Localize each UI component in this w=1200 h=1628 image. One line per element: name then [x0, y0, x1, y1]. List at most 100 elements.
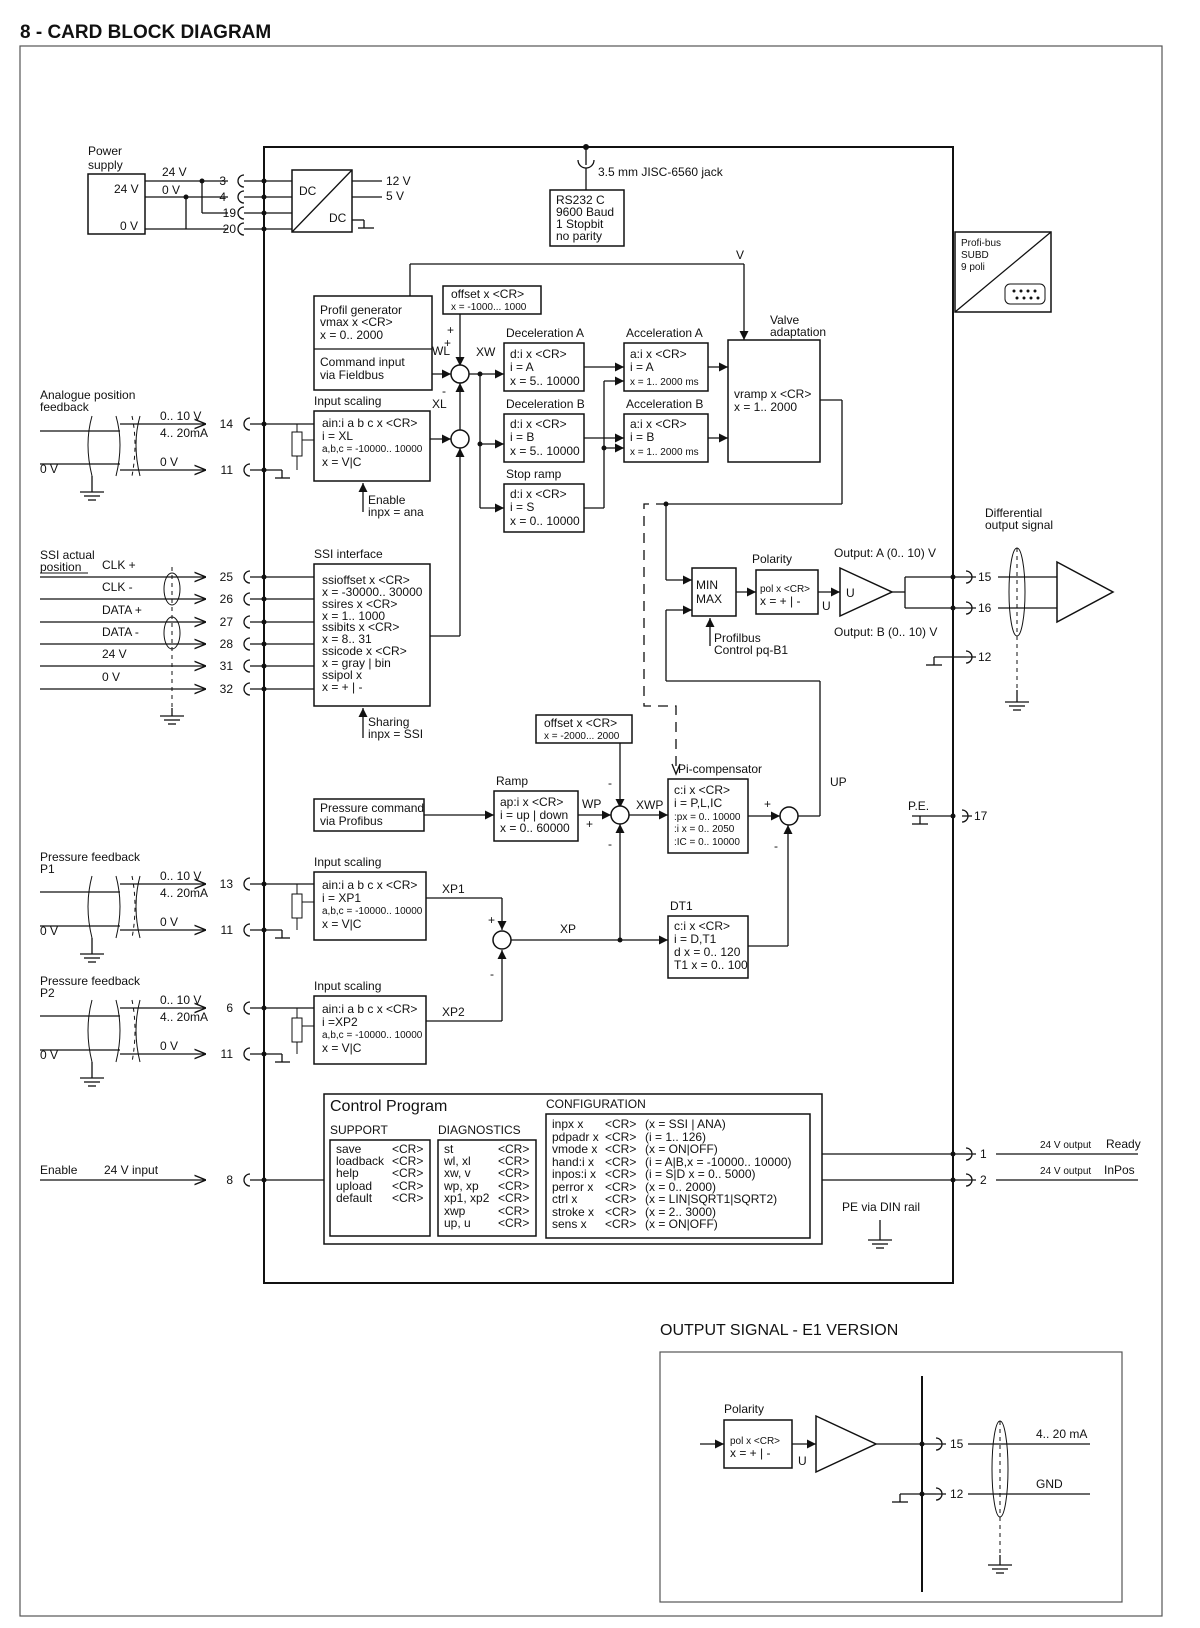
svg-text:<CR>: <CR>: [605, 1155, 636, 1169]
svg-text:position: position: [40, 560, 81, 574]
svg-text:DC: DC: [329, 211, 347, 225]
svg-text:12: 12: [978, 650, 992, 664]
svg-text:feedback: feedback: [40, 400, 90, 414]
svg-text:ssioffset x <CR>: ssioffset x <CR>: [322, 573, 410, 587]
svg-text:ssicode x <CR>: ssicode x <CR>: [322, 644, 407, 658]
acceleration-b: Acceleration B a:i x <CR> i = B x = 1.. …: [623, 397, 709, 463]
svg-text:Power: Power: [88, 144, 122, 158]
page-title: 8 - CARD BLOCK DIAGRAM: [20, 22, 271, 43]
svg-text:0 V: 0 V: [102, 670, 120, 684]
svg-text:(x = ON|OFF): (x = ON|OFF): [645, 1142, 718, 1156]
svg-text:x = gray | bin: x = gray | bin: [322, 656, 391, 670]
svg-text:8: 8: [226, 1173, 233, 1187]
svg-text:vmode x: vmode x: [552, 1142, 597, 1156]
svg-text:inpx = SSI: inpx = SSI: [368, 727, 423, 741]
svg-text:MAX: MAX: [696, 592, 722, 606]
profil-generator: Profil generator vmax x <CR> x = 0.. 200…: [313, 295, 433, 391]
deceleration-b: Deceleration B d:i x <CR> i = B x = 5.. …: [503, 397, 585, 463]
svg-text:i = B: i = B: [630, 430, 654, 444]
svg-text::IC = 0.. 10000: :IC = 0.. 10000: [674, 837, 740, 848]
svg-text:XP2: XP2: [442, 1005, 465, 1019]
svg-text:ap:i x <CR>: ap:i x <CR>: [500, 795, 563, 809]
control-program: Control Program SUPPORT save loadback he…: [323, 1093, 823, 1245]
svg-text:Sharing: Sharing: [368, 715, 409, 729]
svg-text:U: U: [798, 1454, 807, 1468]
svg-text:24 V input: 24 V input: [104, 1163, 159, 1177]
svg-text:pdpadr x: pdpadr x: [552, 1130, 599, 1144]
svg-text:Pi-compensator: Pi-compensator: [678, 762, 762, 776]
page-frame: [19, 45, 1163, 1617]
svg-text:via Profibus: via Profibus: [320, 814, 383, 828]
svg-text:st: st: [444, 1142, 454, 1156]
input-scaling-p2: Input scaling ain:i a b c x <CR> i =XP2 …: [291, 979, 427, 1065]
svg-text:27: 27: [220, 615, 234, 629]
sum-wp: [610, 805, 630, 825]
e1-output-stage: Polarity pol x <CR> x = + | - U 15 12 4.…: [700, 1376, 1090, 1592]
svg-text:XP1: XP1: [442, 882, 465, 896]
svg-text:GND: GND: [1036, 1477, 1063, 1491]
svg-text:i = S: i = S: [510, 500, 534, 514]
rs232-group: 3.5 mm JISC-6560 jack RS232 C 9600 Baud …: [549, 147, 724, 247]
svg-text:+: +: [764, 797, 771, 811]
svg-text:x = -30000.. 30000: x = -30000.. 30000: [322, 585, 423, 599]
svg-text:11: 11: [221, 923, 234, 937]
svg-text:6: 6: [226, 1001, 233, 1015]
svg-text:<CR>: <CR>: [498, 1179, 529, 1193]
pi-compensator: [667, 778, 749, 854]
svg-text:Valve: Valve: [770, 313, 799, 327]
svg-text:<CR>: <CR>: [498, 1154, 529, 1168]
svg-text:SUBD: SUBD: [961, 250, 989, 261]
svg-text:1 Stopbit: 1 Stopbit: [556, 217, 604, 231]
svg-text:<CR>: <CR>: [498, 1166, 529, 1180]
svg-text:CLK +: CLK +: [102, 558, 136, 572]
svg-text:c:i x <CR>: c:i x <CR>: [674, 783, 730, 797]
pressure-feedback-p2: Pressure feedback P2 0.. 10 V 4.. 20mA 0…: [40, 974, 314, 1087]
output-amplifier: [839, 566, 894, 618]
svg-text:xw, v: xw, v: [444, 1166, 471, 1180]
svg-text:16: 16: [978, 601, 992, 615]
svg-text:0 V: 0 V: [40, 1048, 58, 1062]
svg-text:0 V: 0 V: [160, 915, 178, 929]
svg-text:+: +: [447, 323, 454, 337]
svg-text:+: +: [586, 817, 593, 831]
e1-frame: [659, 1351, 1123, 1603]
svg-text:perror x: perror x: [552, 1180, 593, 1194]
svg-text:no parity: no parity: [556, 229, 602, 243]
svg-text:XWP: XWP: [636, 798, 663, 812]
differential-output: 15 16 12 Differential output signal: [926, 506, 1115, 711]
svg-text:default: default: [336, 1191, 373, 1205]
svg-text:x = V|C: x = V|C: [322, 455, 362, 469]
svg-text:a:i x <CR>: a:i x <CR>: [630, 347, 687, 361]
sum-xp: [492, 930, 512, 950]
svg-text:XW: XW: [476, 345, 496, 359]
svg-text:Deceleration B: Deceleration B: [506, 397, 585, 411]
svg-text:<CR>: <CR>: [498, 1216, 529, 1230]
svg-text:up, u: up, u: [444, 1216, 471, 1230]
svg-text:<CR>: <CR>: [605, 1205, 636, 1219]
svg-text:hand:i x: hand:i x: [552, 1155, 594, 1169]
svg-text:vmax x <CR>: vmax x <CR>: [320, 315, 393, 329]
svg-text:0 V: 0 V: [162, 183, 180, 197]
svg-text:-: -: [774, 839, 778, 853]
svg-text:a:i x <CR>: a:i x <CR>: [630, 417, 687, 431]
svg-text:wp, xp: wp, xp: [443, 1179, 479, 1193]
svg-text::px = 0.. 10000: :px = 0.. 10000: [674, 812, 741, 823]
svg-text:ain:i a b c x <CR>: ain:i a b c x <CR>: [322, 416, 417, 430]
svg-text:U: U: [822, 599, 831, 613]
svg-text:save: save: [336, 1142, 362, 1156]
svg-text:ain:i a b c x <CR>: ain:i a b c x <CR>: [322, 1002, 417, 1016]
svg-text:-: -: [490, 967, 494, 981]
svg-text:<CR>: <CR>: [392, 1179, 423, 1193]
svg-text:P1: P1: [40, 862, 55, 876]
svg-text:-: -: [608, 776, 612, 790]
rs232-box: [549, 189, 625, 247]
dt1-block: [667, 915, 749, 979]
input-scaling-p1: Input scaling ain:i a b c x <CR> i = XP1…: [291, 855, 427, 941]
svg-text:Polarity: Polarity: [724, 1402, 764, 1416]
svg-text:PE via DIN rail: PE via DIN rail: [842, 1200, 920, 1214]
acceleration-a: Acceleration A a:i x <CR> i = A x = 1.. …: [623, 326, 709, 392]
svg-text:adaptation: adaptation: [770, 325, 826, 339]
svg-text:d:i x <CR>: d:i x <CR>: [510, 347, 567, 361]
svg-text:x = 5.. 10000: x = 5.. 10000: [510, 374, 580, 388]
